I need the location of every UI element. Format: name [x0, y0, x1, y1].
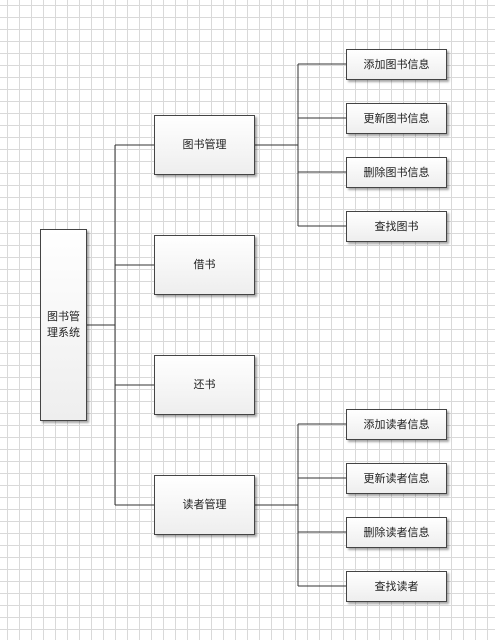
module-label: 还书 [193, 378, 216, 391]
function-update-reader: 更新读者信息 [346, 463, 447, 494]
function-label: 删除图书信息 [363, 165, 430, 179]
function-label: 删除读者信息 [363, 525, 430, 539]
function-add-reader: 添加读者信息 [346, 409, 447, 440]
function-label: 查找图书 [374, 219, 419, 233]
function-label: 查找读者 [374, 579, 419, 593]
function-label: 添加读者信息 [363, 417, 430, 431]
module-label: 图书管理 [182, 138, 227, 151]
function-search-book: 查找图书 [346, 211, 447, 242]
function-add-book: 添加图书信息 [346, 49, 447, 80]
module-borrow-book: 借书 [154, 235, 255, 295]
function-update-book: 更新图书信息 [346, 103, 447, 134]
function-label: 添加图书信息 [363, 57, 430, 71]
function-delete-book: 删除图书信息 [346, 157, 447, 188]
module-label: 借书 [193, 258, 216, 271]
module-label: 读者管理 [182, 498, 227, 511]
function-label: 更新读者信息 [363, 471, 430, 485]
function-delete-reader: 删除读者信息 [346, 517, 447, 548]
module-reader-management: 读者管理 [154, 475, 255, 535]
module-book-management: 图书管理 [154, 115, 255, 175]
function-label: 更新图书信息 [363, 111, 430, 125]
function-search-reader: 查找读者 [346, 571, 447, 602]
root-node: 图书管理系统 [40, 229, 87, 421]
root-label: 图书管理系统 [47, 310, 80, 339]
module-return-book: 还书 [154, 355, 255, 415]
